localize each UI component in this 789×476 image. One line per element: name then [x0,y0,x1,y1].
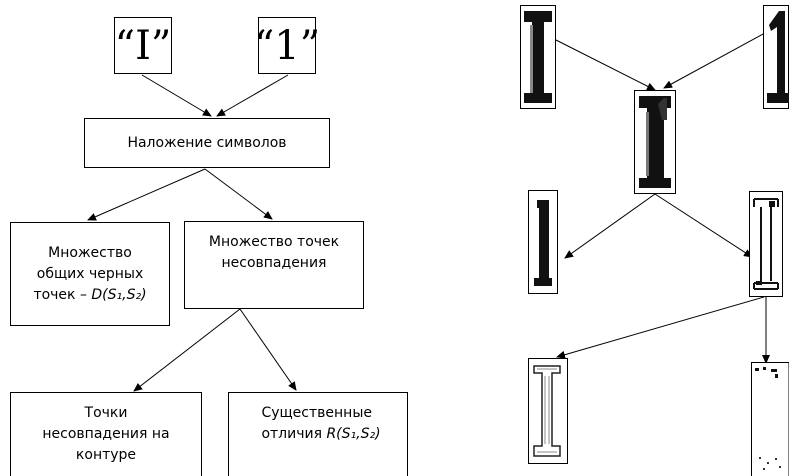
mismatch-line2: несовпадения [221,255,327,271]
arrow-img-overlay-to-mismatch [654,193,753,258]
essential-line1: Существенные [261,405,372,421]
overlay-label: Наложение символов [127,134,287,151]
arrow-overlay-to-mismatch [204,168,273,220]
common-black-box: Множество общих черных точек – D(S₁,S₂) [10,222,170,326]
essential-line2: отличия R(S₁,S₂) [261,426,381,442]
essential-points-image [751,362,789,476]
arrow-img-overlay-to-common [564,193,656,259]
common-black-line3: точек – D(S₁,S₂) [33,286,147,303]
essential-formula: R(S₁,S₂) [326,426,381,442]
common-black-image [528,190,558,294]
common-black-formula: D(S₁,S₂) [91,286,147,303]
arrow-img-I-to-overlay [555,39,656,91]
arrow-overlay-to-common [87,168,206,221]
symbol-1-box: “1” [254,17,320,74]
overlay-box: Наложение символов [84,118,330,168]
arrow-mismatch-to-contour [133,308,241,392]
glyph-I-image [520,5,556,109]
contour-line2: несовпадения на [42,426,170,442]
overlay-I1-image [634,90,676,194]
symbol-1-label: “1” [253,22,321,69]
contour-line3: контуре [75,447,137,463]
arrow-img-1-to-overlay [663,32,766,89]
arrow-1-to-overlay [216,74,289,117]
arrow-img-mismatch-to-contour [556,296,765,359]
symbol-I-label: “I” [114,22,172,69]
essential-box: Существенные отличия R(S₁,S₂) [228,392,408,476]
contour-line1: Точки [84,405,128,421]
mismatch-image [749,191,783,297]
common-black-line1: Множество [48,244,132,261]
contour-points-image [528,358,568,464]
mismatch-box: Множество точек несовпадения [184,221,364,309]
symbol-I-box: “I” [114,17,172,74]
mismatch-line1: Множество точек [208,234,340,250]
contour-box: Точки несовпадения на контуре [10,392,202,476]
common-black-line2: общих черных [36,265,144,282]
glyph-1-image [763,5,789,109]
arrow-mismatch-to-essential [239,308,297,391]
arrow-I-to-overlay [141,74,212,117]
